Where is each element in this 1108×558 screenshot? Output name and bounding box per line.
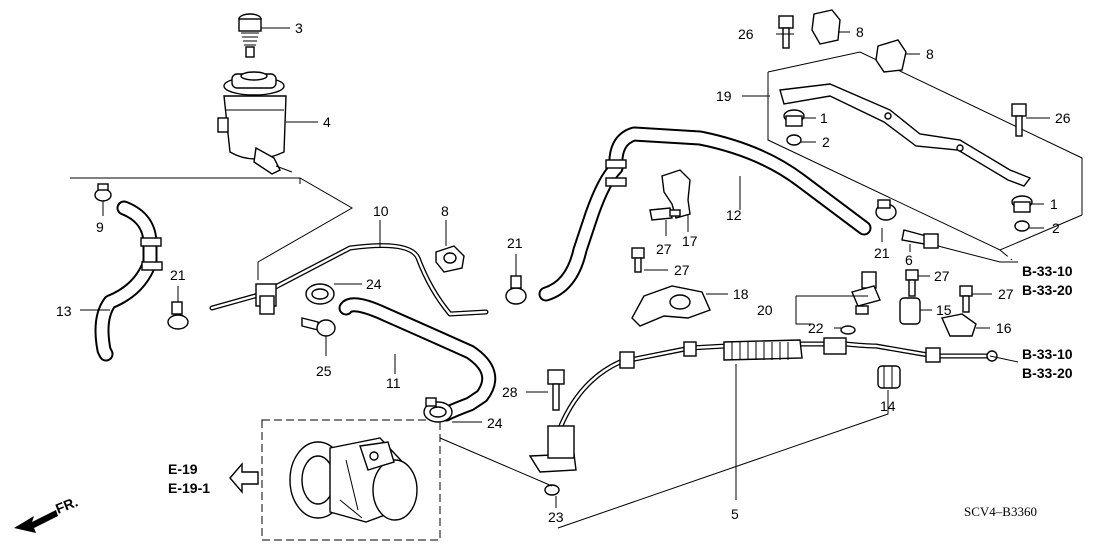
bolt-28 — [547, 369, 565, 411]
front-arrow-icon — [14, 510, 58, 533]
hose-12 — [538, 126, 872, 302]
callout-27-b: 27 — [674, 262, 690, 278]
callout-12: 12 — [726, 207, 742, 223]
clamp-14 — [899, 297, 921, 325]
clip-8-b — [875, 39, 907, 73]
arrow-outline-icon — [229, 462, 259, 494]
hose-5 — [528, 337, 998, 473]
bracket-18 — [631, 285, 711, 327]
bracket-group-outline — [767, 51, 1083, 251]
pressure-switch-20 — [851, 271, 881, 315]
callout-21-right: 21 — [874, 245, 890, 261]
callout-20: 20 — [757, 302, 773, 318]
clamp-21-center — [505, 275, 527, 305]
bolt-26-top — [778, 15, 794, 49]
callout-1-a: 1 — [820, 110, 828, 126]
callout-21-center: 21 — [507, 235, 523, 251]
clamp-16 — [941, 313, 977, 337]
diagram-code: SCV4–B3360 — [964, 504, 1037, 519]
callout-26-right: 26 — [1055, 110, 1071, 126]
callout-2-a: 2 — [822, 134, 830, 150]
callout-18: 18 — [733, 286, 749, 302]
ref-b3310-upper: B-33-10 — [1022, 263, 1073, 279]
callout-15: 14 — [880, 398, 896, 414]
callout-19: 19 — [716, 88, 732, 104]
clamp-21-left — [167, 301, 189, 330]
callout-4: 4 — [323, 114, 331, 130]
callout-28: 28 — [502, 384, 518, 400]
bracket-19 — [779, 83, 1032, 187]
callout-27-c: 27 — [934, 268, 950, 284]
callout-17: 17 — [682, 233, 698, 249]
ref-e19: E-19 — [168, 461, 198, 477]
callout-8-b: 8 — [926, 46, 934, 62]
callout-3: 3 — [295, 20, 303, 36]
callout-6: 6 — [905, 252, 913, 268]
callout-7: 8 — [441, 203, 449, 219]
callout-24-upper: 24 — [366, 276, 382, 292]
reservoir-tank — [217, 71, 293, 175]
bolt-27-a — [649, 207, 681, 221]
front-arrow: FR. — [14, 493, 80, 533]
clamp-24-lower — [423, 397, 453, 423]
bushing-1-b — [1011, 195, 1033, 213]
callout-11: 11 — [386, 375, 401, 391]
clamp-9 — [94, 183, 112, 202]
callout-16: 16 — [996, 320, 1012, 336]
ref-e191: E-19-1 — [168, 480, 210, 496]
callout-2-b: 2 — [1052, 220, 1060, 236]
callout-5: 5 — [731, 506, 739, 522]
callout-21-left: 21 — [170, 267, 186, 283]
front-label: FR. — [53, 493, 80, 516]
power-steering-pump — [289, 437, 418, 523]
clamp-24-upper — [305, 283, 335, 305]
callout-10: 10 — [373, 203, 389, 219]
bracket-17 — [661, 169, 691, 219]
ref-b3320-upper: B-33-20 — [1022, 282, 1073, 298]
clamp-21-hose — [875, 199, 897, 221]
bolt-27-c — [905, 269, 919, 297]
callout-25: 25 — [316, 363, 332, 379]
group-outline-left — [70, 177, 354, 280]
washer-22 — [840, 325, 856, 335]
ref-b3320-lower: B-33-20 — [1022, 365, 1073, 381]
washer-23 — [544, 484, 560, 496]
hose-11 — [338, 297, 497, 422]
bolt-27-d — [959, 285, 973, 313]
bolt-27-b — [631, 247, 645, 273]
bushing-1-a — [783, 109, 805, 127]
bolt-25 — [301, 317, 336, 337]
hose-13 — [94, 200, 163, 362]
callout-23: 23 — [548, 509, 564, 525]
callout-27-d: 27 — [998, 286, 1014, 302]
bolt-6 — [901, 229, 939, 249]
grommet-15 — [877, 365, 901, 389]
callout-1-b: 1 — [1050, 196, 1058, 212]
callout-26-top: 26 — [738, 26, 754, 42]
callout-13: 13 — [56, 303, 72, 319]
callout-14: 15 — [936, 302, 952, 318]
pump-box — [261, 419, 441, 541]
callout-27-a: 27 — [656, 241, 672, 257]
clip-8-a — [811, 9, 841, 45]
callout-labels: 3 4 9 10 8 13 21 24 25 11 24 21 21 12 17… — [56, 20, 1071, 525]
pipe-10 — [209, 243, 489, 317]
callout-22: 22 — [808, 320, 824, 336]
clamp-7 — [435, 245, 465, 273]
ref-b3310-lower: B-33-10 — [1022, 346, 1073, 362]
leader-lines — [80, 27, 1050, 529]
bolt-26-right — [1011, 103, 1027, 137]
collar-2-a — [786, 134, 802, 146]
callout-24-lower: 24 — [487, 415, 503, 431]
collar-2-b — [1014, 220, 1030, 232]
callout-9: 9 — [96, 219, 104, 235]
reference-labels: B-33-10 B-33-20 B-33-10 B-33-20 E-19 E-1… — [168, 263, 1073, 496]
reservoir-cap — [238, 13, 262, 58]
callout-8-a: 8 — [856, 24, 864, 40]
